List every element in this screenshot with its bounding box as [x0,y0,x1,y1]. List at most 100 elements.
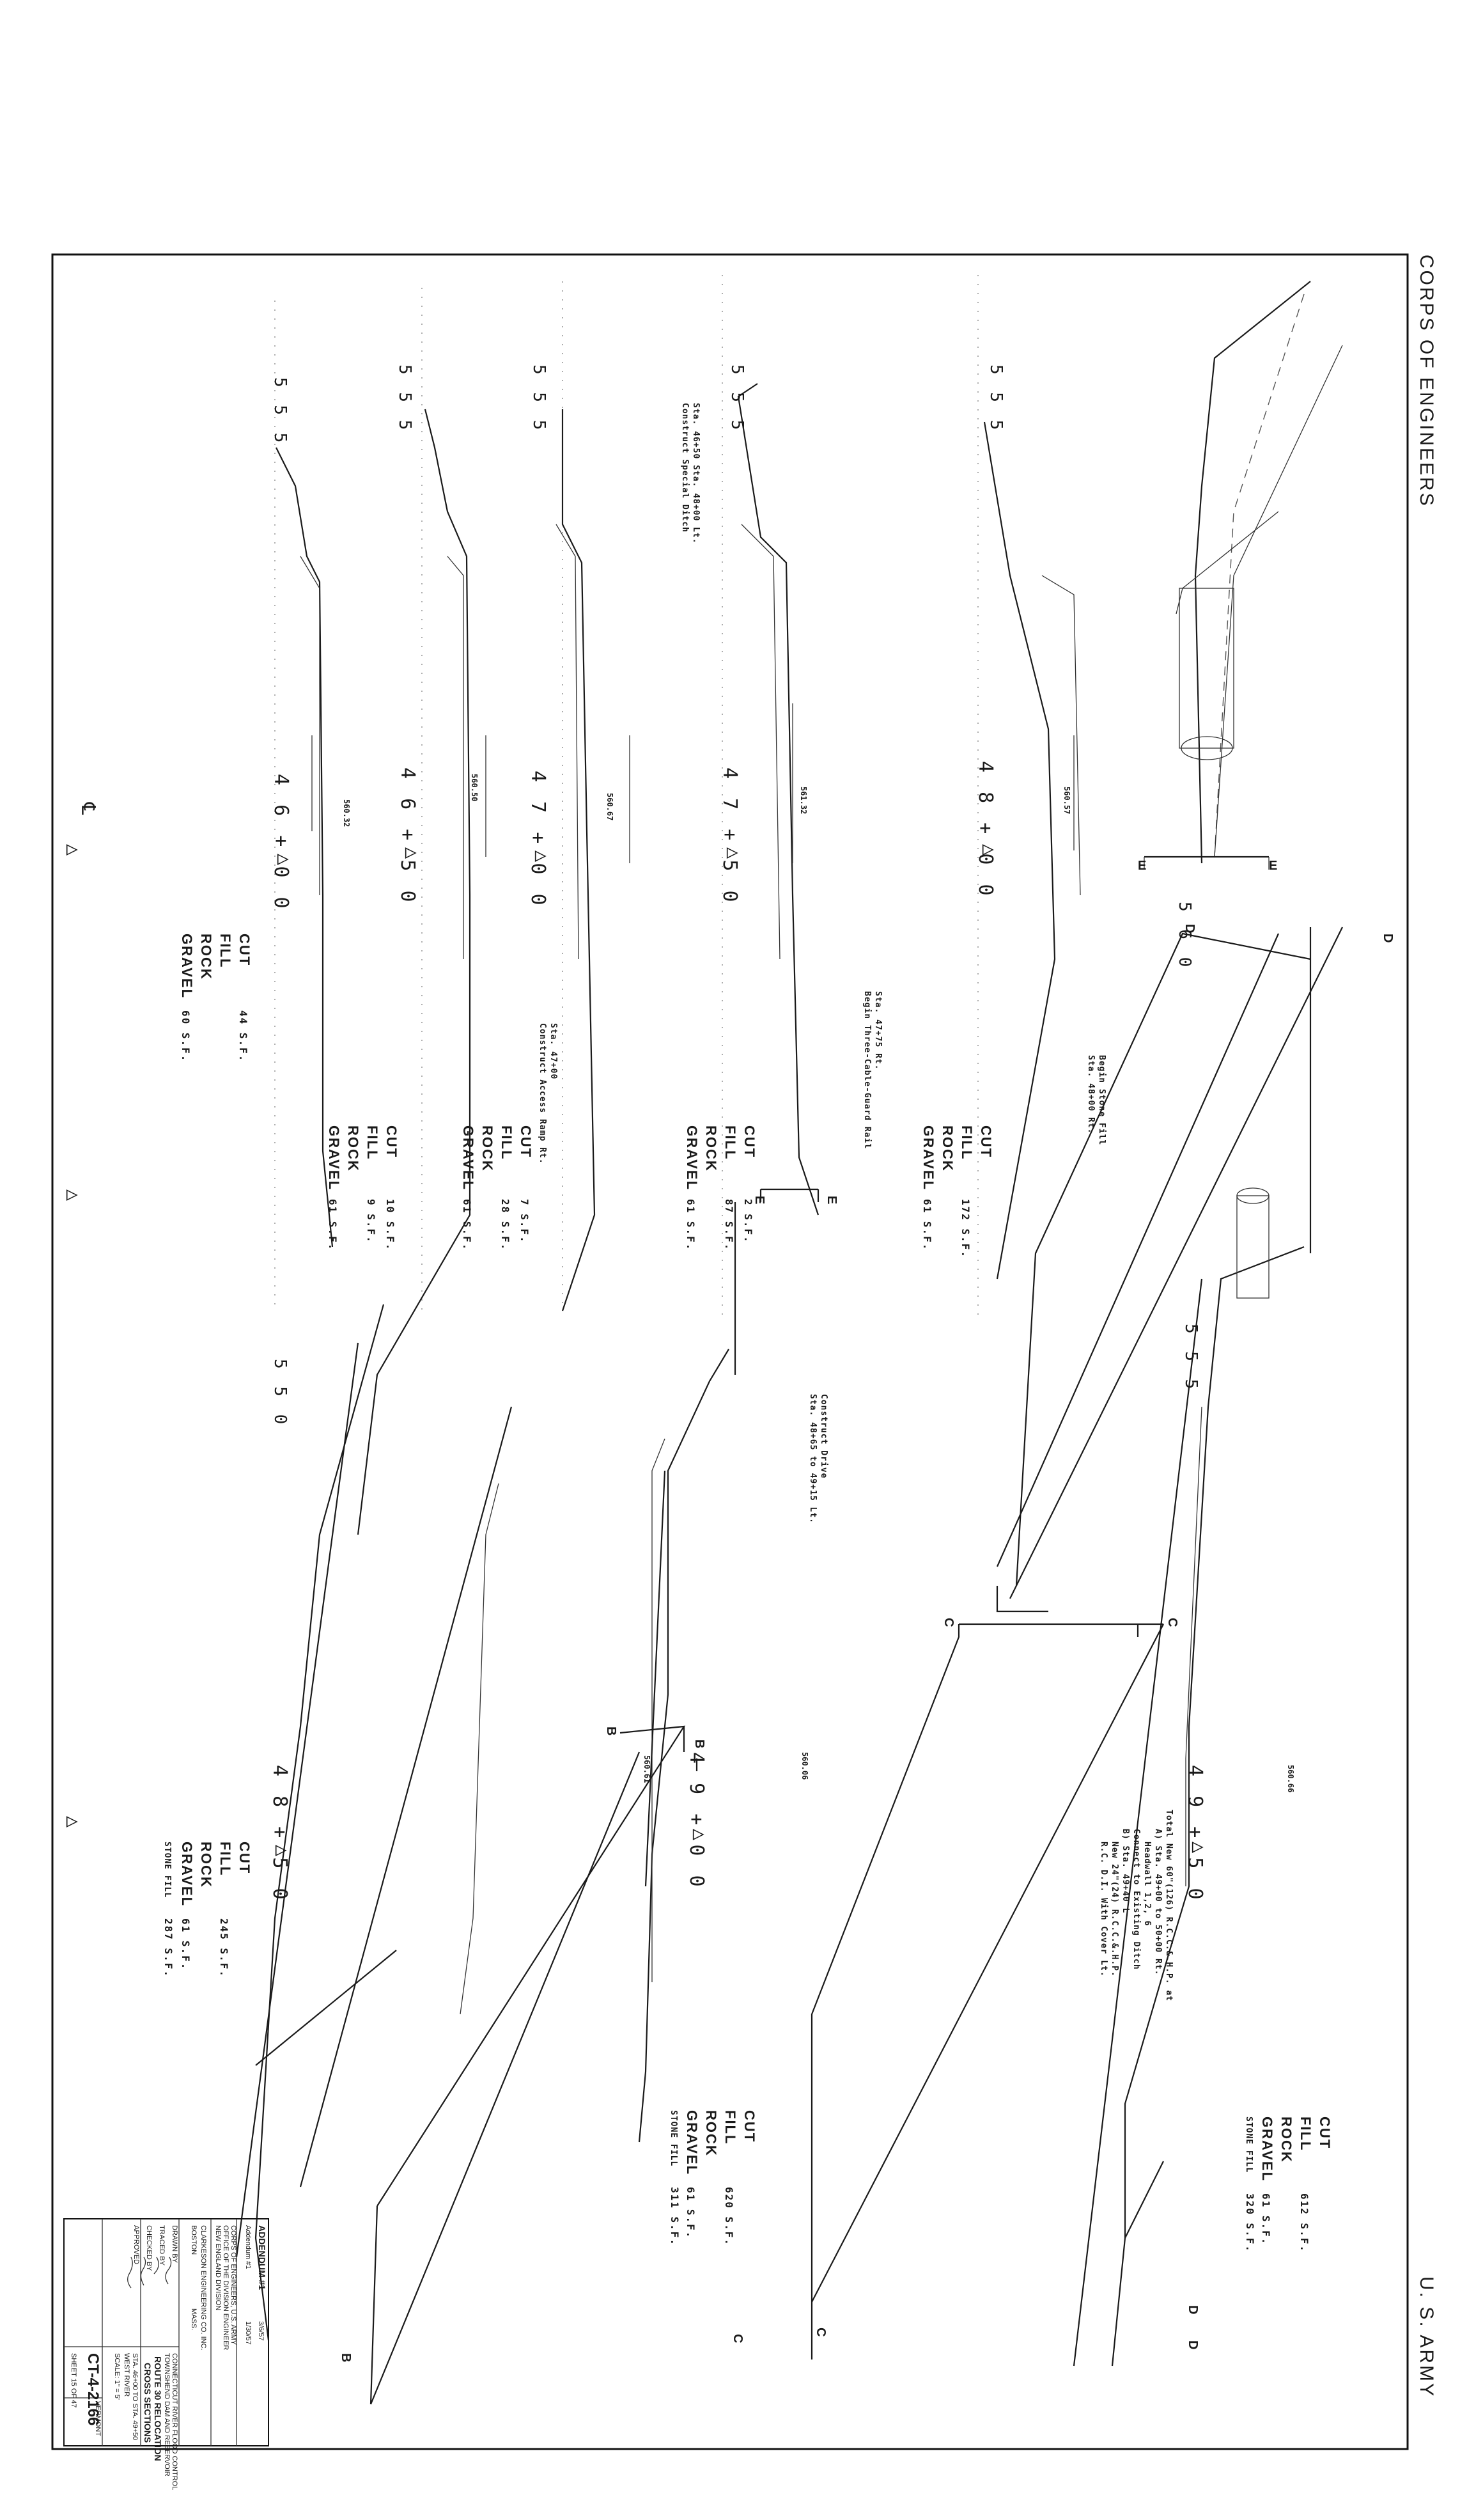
svg-text:320 S.F.: 320 S.F. [1244,2193,1256,2253]
svg-text:61 S.F.: 61 S.F. [685,1199,697,1251]
svg-text:FILL: FILL [499,1125,515,1160]
tb-scale: SCALE: 1" = 5' [113,2353,121,2400]
culvert-slope-line [1214,345,1343,857]
svg-text:STONE FILL: STONE FILL [1244,2117,1254,2173]
delta-4600: △ [273,854,295,869]
note-headwall: Headwall 1,2, 6 [1142,1842,1152,1926]
elev-555-4650: 5 5 5 [395,364,414,434]
grade-4650: 560.50 [470,774,479,801]
svg-text:GRAVEL: GRAVEL [179,934,195,999]
svg-text:STONE FILL: STONE FILL [669,2110,678,2166]
culvert-top [1176,511,1279,614]
svg-text:ROCK: ROCK [198,934,214,980]
svg-text:287 S.F.: 287 S.F. [162,1918,175,1978]
svg-text:7 S.F.: 7 S.F. [518,1199,531,1244]
tb-location: WEST RIVER [123,2353,130,2397]
tb-state-full: VERMONT [94,2401,102,2436]
svg-text:ROCK: ROCK [479,1125,495,1172]
svg-text:ROCK: ROCK [198,1842,214,1888]
sheet-border [51,253,1409,2450]
station-4700: 4 7 + 0 0 [527,771,549,909]
tb-stations: STA. 46+00 TO STA. 49+50 [131,2353,139,2440]
cut-marker-c-top-left: C [942,1618,956,1627]
ground-line-4900 [638,1349,729,2143]
delta-4900: △ [688,1829,711,1844]
culvert-section-e: E E [1138,281,1343,873]
cut-marker-b-bottom: B [339,2353,353,2362]
ground-line-4750 [737,383,819,1216]
delta-4950: △ [1188,1842,1210,1857]
section-4850-line-2 [299,1406,513,2187]
svg-text:GRAVEL: GRAVEL [1259,2117,1275,2182]
note-guard-rail-sta: Sta. 47+75 Rt. [873,991,883,1070]
quantities-4800: CUT FILL 172 S.F. ROCK GRAVEL 61 S.F. [920,1125,994,1258]
svg-text:87 S.F.: 87 S.F. [723,1199,735,1251]
note-pipe-new: New 24"(24) R.C.C.&.H.P. [1110,1842,1119,1977]
agency-label: CORPS OF ENGINEERS [1416,254,1437,508]
tb-rev-approved: 1/30/57 [244,2321,252,2345]
svg-text:FILL: FILL [722,1125,738,1160]
svg-text:GRAVEL: GRAVEL [684,1125,700,1191]
section-c-line [811,1624,1164,2303]
cut-marker-d-left: D [1183,924,1197,933]
svg-text:61 S.F.: 61 S.F. [461,1199,473,1251]
section-4900-line [644,1470,666,1887]
station-4650: 4 6 + 5 0 [396,767,419,906]
tb-corps-2: OFFICE OF THE DIVISION ENGINEER [222,2225,229,2350]
station-4900: 4 9 + 0 0 [685,1752,708,1891]
section-b-line-1 [377,1725,686,2207]
tb-drawing-sub: CROSS SECTIONS [143,2363,153,2443]
svg-text:FILL: FILL [722,2110,738,2145]
svg-text:GRAVEL: GRAVEL [460,1125,476,1191]
template-4750 [741,524,780,960]
template-4600 [300,556,320,895]
delta-4750: △ [722,847,745,863]
tb-drawing-no: CT-4-2166 [84,2353,102,2425]
grade-4700: 560.67 [605,793,614,820]
svg-text:STONE FILL: STONE FILL [162,1842,172,1898]
template-4650 [447,556,464,959]
svg-text:620 S.F.: 620 S.F. [723,2187,735,2246]
right-column-sections: D D D D C C C C B B B [235,924,1395,2405]
svg-text:FILL: FILL [1298,2117,1314,2151]
quantities-4850: CUT FILL 245 S.F. ROCK GRAVEL 61 S.F. ST… [162,1842,252,1978]
ground-line-4950 [1124,1246,1305,2238]
svg-text:9 S.F.: 9 S.F. [365,1199,377,1244]
elev-555-4700: 5 5 5 [529,364,548,434]
svg-text:44 S.F.: 44 S.F. [237,1010,249,1062]
section-d-line-2 [996,933,1280,1567]
svg-text:CUT: CUT [384,1125,400,1158]
tb-drawing-title: ROUTE 30 RELOCATION [153,2356,163,2461]
svg-text:CUT: CUT [742,2110,757,2143]
svg-text:CUT: CUT [978,1125,994,1158]
grade-4800: 560.57 [1062,787,1071,814]
section-4850-line [235,1342,359,2258]
grade-4850: 560.61 [642,1755,651,1783]
svg-text:ROCK: ROCK [1278,2117,1294,2163]
svg-text:ROCK: ROCK [940,1125,956,1172]
elev-560: 5 6 0 [1175,902,1194,971]
section-d-long-line [1073,1278,1203,2367]
template-4950 [1185,1406,1202,1886]
tb-project-2: TOWNSHEND DAM AND RESERVOIR [163,2353,171,2477]
tb-revision: ADDENDUM #1 [257,2225,267,2290]
tb-drawn: DRAWN BY [171,2225,178,2264]
tb-state: MASS. [190,2308,198,2330]
svg-text:ROCK: ROCK [703,2110,719,2157]
svg-text:CUT: CUT [518,1125,534,1158]
svg-text:61 S.F.: 61 S.F. [685,2187,697,2239]
section-d-end [1111,2161,1164,2367]
svg-text:10 S.F.: 10 S.F. [384,1199,396,1251]
elev-555-top: 5 5 5 [986,364,1006,434]
svg-text:172 S.F.: 172 S.F. [959,1199,972,1258]
svg-text:GRAVEL: GRAVEL [179,1842,195,1907]
section-c-left [811,1624,960,2015]
ground-line-4850 [254,1304,385,2341]
tb-rev-date: 3/6/57 [257,2321,265,2341]
svg-text:FILL: FILL [959,1125,975,1160]
ground-line-4600 [276,447,334,1248]
cut-marker-b-top-right: B [692,1739,706,1748]
svg-text:FILL: FILL [364,1125,380,1160]
delta-4700: △ [531,850,553,866]
